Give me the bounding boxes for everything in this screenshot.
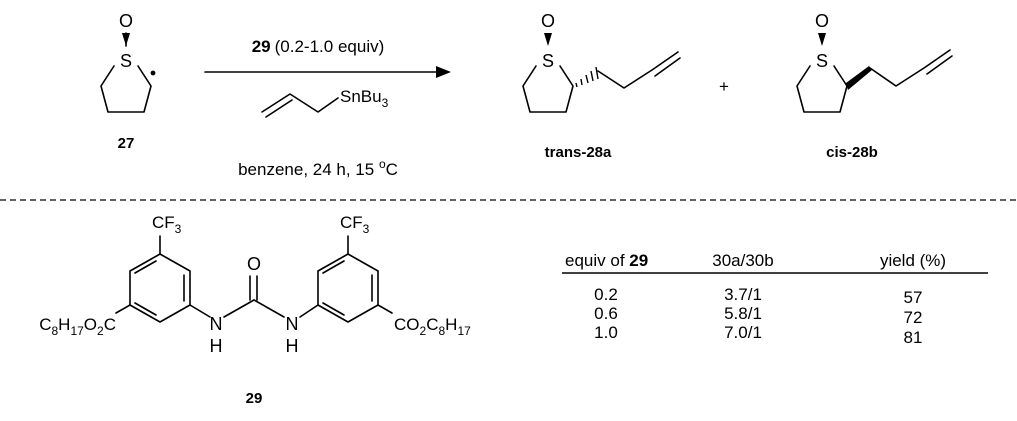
wedge-bond-icon xyxy=(818,33,826,46)
ester-group-right: CO2C8H17 xyxy=(394,315,471,338)
oxygen-atom: O xyxy=(815,11,829,31)
table-cell-ratio: 5.8/1 xyxy=(724,304,762,323)
compound-label-cis-28b: cis-28b xyxy=(826,144,878,161)
table-cell-equiv: 0.2 xyxy=(594,285,618,304)
reaction-arrow-group: 29(0.2-1.0 equiv) SnBu3 benzene, 24 h, 1… xyxy=(204,37,451,179)
catalyst-amount: 29(0.2-1.0 equiv) xyxy=(252,37,385,56)
table-row: 0.6 5.8/1 72 xyxy=(594,304,922,327)
table-cell-yield: 81 xyxy=(904,328,923,347)
table-header-yield: yield (%) xyxy=(880,251,946,270)
table-cell-yield: 57 xyxy=(904,288,923,307)
results-table: equiv of 29 30a/30b yield (%) 0.2 3.7/1 … xyxy=(562,251,988,347)
plus-sign: + xyxy=(719,77,729,96)
reactant-27: O S 27 xyxy=(100,11,156,152)
nitrogen-left: N xyxy=(210,314,223,334)
table-cell-equiv: 0.6 xyxy=(594,304,618,323)
table-row: 1.0 7.0/1 81 xyxy=(594,323,922,347)
allyl-chain xyxy=(261,93,339,113)
compound-label-trans-28a: trans-28a xyxy=(545,144,612,161)
catalyst-29: CF3 CF3 C8H17O2C CO2C8H17 N H O N H 29 xyxy=(39,213,471,407)
cf3-group-right: CF3 xyxy=(340,213,370,236)
arrow-head-icon xyxy=(436,66,451,78)
product-cis-28b: O S cis-28b xyxy=(796,11,953,161)
nh-hydrogen-right: H xyxy=(286,336,299,356)
cf3-group-left: CF3 xyxy=(152,213,182,236)
oxygen-atom: O xyxy=(119,11,133,31)
table-cell-ratio: 7.0/1 xyxy=(724,323,762,342)
right-benzene-ring xyxy=(317,253,379,323)
compound-label-29: 29 xyxy=(246,390,263,407)
bold-wedge-bond-icon xyxy=(846,66,872,90)
compound-label-27: 27 xyxy=(118,135,135,152)
table-cell-equiv: 1.0 xyxy=(594,323,618,342)
reaction-conditions: benzene, 24 h, 15 oC xyxy=(238,157,398,179)
hashed-bond-icon xyxy=(575,66,599,88)
product-trans-28a: O S trans-28a xyxy=(522,11,681,161)
ester-group-left: C8H17O2C xyxy=(39,315,116,338)
nh-hydrogen-left: H xyxy=(210,336,223,356)
table-cell-ratio: 3.7/1 xyxy=(724,285,762,304)
sulfur-atom: S xyxy=(816,51,828,71)
wedge-bond-icon xyxy=(544,33,552,46)
sulfur-atom: S xyxy=(120,51,132,71)
table-row: 0.2 3.7/1 57 xyxy=(594,285,922,307)
wedge-bond-icon xyxy=(122,33,130,46)
radical-dot-icon xyxy=(150,70,156,76)
sulfur-atom: S xyxy=(542,51,554,71)
reagent-snbu3: SnBu3 xyxy=(340,87,389,110)
oxygen-atom: O xyxy=(541,11,555,31)
table-header-equiv: equiv of 29 xyxy=(565,251,648,270)
left-benzene-ring xyxy=(129,253,191,323)
carbonyl-oxygen: O xyxy=(247,254,261,274)
table-header-ratio: 30a/30b xyxy=(712,251,773,270)
table-cell-yield: 72 xyxy=(904,308,923,327)
nitrogen-right: N xyxy=(286,314,299,334)
